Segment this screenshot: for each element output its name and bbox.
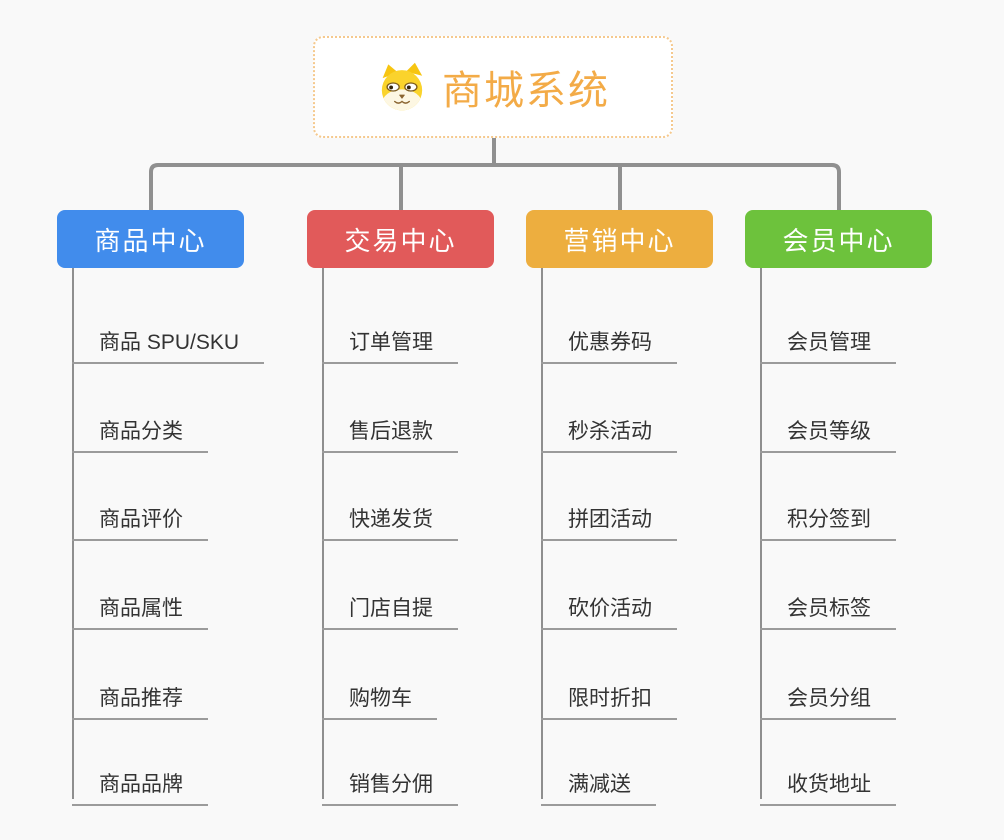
child-node[interactable]: 优惠券码 (541, 312, 677, 364)
child-node[interactable]: 拼团活动 (541, 489, 677, 541)
branch-box-product[interactable]: 商品中心 (57, 210, 244, 268)
doge-icon (381, 62, 423, 111)
branch-label: 商品中心 (94, 225, 207, 256)
child-node[interactable]: 商品品牌 (72, 754, 208, 806)
child-node[interactable]: 商品 SPU/SKU (72, 312, 265, 364)
child-node[interactable]: 积分签到 (760, 489, 896, 541)
branch-column-product: 商品 SPU/SKU 商品分类 商品评价 商品属性 商品推荐 商品品牌 (57, 268, 297, 808)
child-node[interactable]: 会员等级 (760, 401, 896, 453)
branch-column-member: 会员管理 会员等级 积分签到 会员标签 会员分组 收货地址 (745, 268, 985, 808)
child-node[interactable]: 门店自提 (322, 578, 458, 630)
child-node[interactable]: 快递发货 (322, 489, 458, 541)
child-node[interactable]: 秒杀活动 (541, 401, 677, 453)
child-node[interactable]: 会员标签 (760, 578, 896, 630)
branch-box-marketing[interactable]: 营销中心 (526, 210, 713, 268)
child-node[interactable]: 满减送 (541, 754, 656, 806)
branch-stem-line (760, 268, 762, 799)
branch-box-member[interactable]: 会员中心 (745, 210, 932, 268)
branch-stem-line (322, 268, 324, 799)
branch-stem-line (72, 268, 74, 799)
child-node[interactable]: 收货地址 (760, 754, 896, 806)
child-node[interactable]: 商品属性 (72, 578, 208, 630)
branch-column-trade: 订单管理 售后退款 快递发货 门店自提 购物车 销售分佣 (307, 268, 547, 808)
child-node[interactable]: 商品分类 (72, 401, 208, 453)
child-node[interactable]: 销售分佣 (322, 754, 458, 806)
child-node[interactable]: 商品推荐 (72, 668, 208, 720)
child-node[interactable]: 限时折扣 (541, 668, 677, 720)
root-node[interactable]: 商城系统 (313, 36, 673, 138)
branch-column-marketing: 优惠券码 秒杀活动 拼团活动 砍价活动 限时折扣 满减送 (526, 268, 766, 808)
child-node[interactable]: 会员分组 (760, 668, 896, 720)
child-node[interactable]: 订单管理 (322, 312, 458, 364)
branch-box-trade[interactable]: 交易中心 (307, 210, 494, 268)
branch-label: 营销中心 (563, 225, 676, 256)
branch-label: 会员中心 (782, 225, 895, 256)
branch-stem-line (541, 268, 543, 799)
child-node[interactable]: 售后退款 (322, 401, 458, 453)
child-node[interactable]: 砍价活动 (541, 578, 677, 630)
child-node[interactable]: 购物车 (322, 668, 437, 720)
root-title: 商城系统 (442, 69, 610, 113)
child-node[interactable]: 会员管理 (760, 312, 896, 364)
branch-label: 交易中心 (344, 225, 457, 256)
child-node[interactable]: 商品评价 (72, 489, 208, 541)
